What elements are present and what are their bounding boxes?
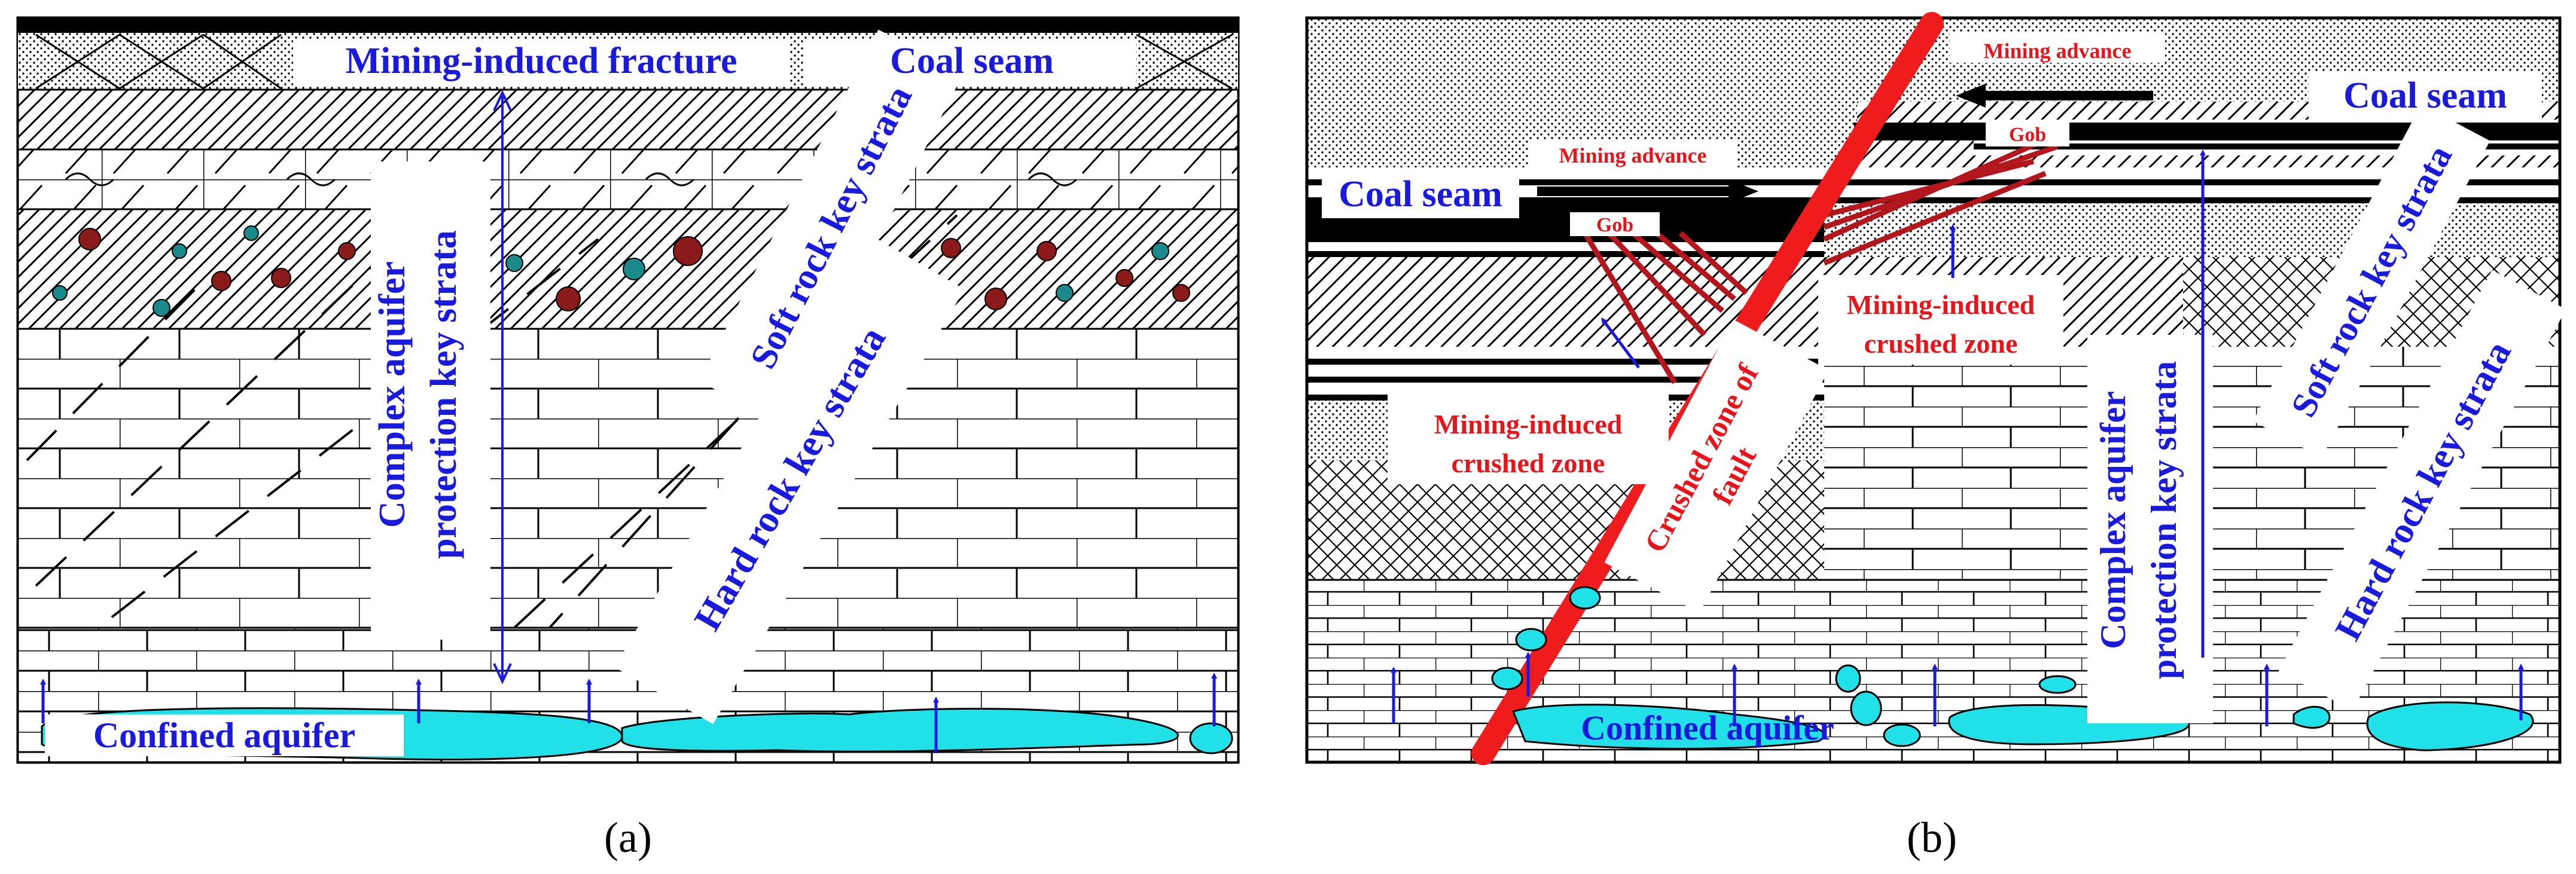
- label-mining-fracture: Mining-induced fracture: [346, 41, 737, 81]
- panel-b-blue-arrows: [1391, 149, 2524, 726]
- label-bg-confined-aquifer: [45, 714, 404, 756]
- panel-a-upward-arrows: [40, 673, 1217, 753]
- aquifer-lens: [1515, 628, 1547, 652]
- label-complex-aquifer-line1-a: Complex aquifer: [372, 261, 413, 528]
- label-crushed-right-line2: crushed zone: [1864, 328, 2018, 359]
- label-bg-complex-aquifer: [371, 161, 490, 640]
- label-bg-hard-rock: [614, 232, 965, 725]
- aquifer-lens: [2366, 701, 2534, 751]
- confined-aquifer-body-b: [1511, 704, 1826, 750]
- label-coal-seam-left: Coal seam: [1339, 174, 1502, 215]
- label-bg-coal-seam-left: [1322, 170, 1519, 218]
- caption-b: (b): [1907, 814, 1957, 861]
- label-confined-aquifer-b: Confined aquifer: [1581, 708, 1834, 747]
- label-bg-soft-rock: [699, 29, 964, 425]
- aquifer-lens: [1850, 690, 1882, 726]
- label-confined-aquifer-a: Confined aquifer: [93, 716, 355, 755]
- panel-a-hatched-layer: [17, 88, 1239, 151]
- label-bg-gob-right: [1986, 120, 2069, 146]
- label-bg-mining-fracture: [293, 39, 789, 87]
- label-bg-crushed-left: [1388, 395, 1669, 484]
- panel-b-arrows: [1537, 84, 2153, 203]
- panel-a-pebbles: [52, 225, 1190, 317]
- aquifer-lens: [2293, 705, 2331, 729]
- label-bg-mining-advance-top: [1950, 33, 2165, 63]
- panel-a-extent-arrow: [493, 90, 512, 684]
- label-bg-hard-rock-b: [2278, 270, 2566, 711]
- aquifer-lens: [1491, 667, 1523, 690]
- panel-a-limestone-layer: [17, 328, 1239, 629]
- panel-b-aquifer-patches: [1491, 586, 2534, 751]
- label-complex-aquifer-line2-b: protection key strata: [2144, 361, 2184, 679]
- label-mining-advance-top: Mining advance: [1983, 39, 2131, 63]
- label-bg-complex-aquifer-b: [2087, 335, 2213, 723]
- aquifer-lens: [1189, 722, 1233, 754]
- label-complex-aquifer-line2-a: protection key strata: [423, 230, 464, 559]
- label-bg-soft-rock-b: [2252, 104, 2490, 458]
- label-crushed-left-line2: crushed zone: [1452, 448, 1605, 478]
- label-gob-left: Gob: [1596, 214, 1633, 236]
- aquifer-lens: [1835, 664, 1861, 693]
- label-bg-fault: [1604, 319, 1829, 613]
- aquifer-lens: [1883, 723, 1921, 747]
- confined-aquifer-body-right: [621, 708, 1179, 753]
- crushed-lines-right: [1823, 129, 2065, 266]
- label-bg-mining-advance-left: [1528, 140, 1737, 170]
- aquifer-lens: [2038, 675, 2077, 694]
- label-crushed-left-line1: Mining-induced: [1434, 409, 1623, 439]
- caption-a: (a): [604, 814, 652, 861]
- label-bg-gob-left: [1570, 212, 1660, 236]
- crushed-lines-left: [1583, 231, 1749, 384]
- panel-a-top-band: [18, 18, 1238, 33]
- panel-a-tilde-marks: [65, 172, 1078, 187]
- panel-a: Mining-induced fracture Coal seam Comple…: [16, 16, 1240, 861]
- label-coal-seam-a: Coal seam: [890, 41, 1054, 81]
- label-coal-seam-right: Coal seam: [2343, 75, 2507, 116]
- panel-a-tilde-layer: [17, 148, 1239, 210]
- label-gob-right: Gob: [2009, 124, 2046, 146]
- label-bg-crushed-right: [1818, 275, 2063, 365]
- label-complex-aquifer-line1-b: Complex aquifer: [2093, 391, 2133, 649]
- aquifer-lens: [1569, 586, 1601, 610]
- panel-a-cross-marks: [35, 33, 1233, 90]
- label-crushed-right-line1: Mining-induced: [1847, 289, 2035, 320]
- label-mining-advance-left: Mining advance: [1559, 143, 1706, 167]
- panel-b: Mining advance Gob Coal seam Mining adva…: [1305, 12, 2566, 861]
